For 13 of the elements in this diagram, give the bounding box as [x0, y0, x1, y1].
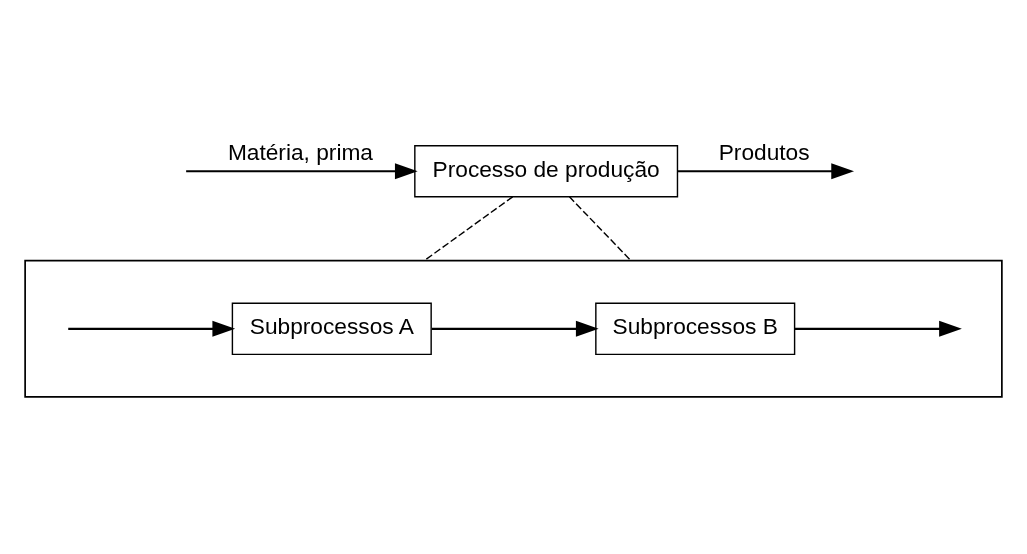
arrow	[794, 320, 962, 337]
edge-label: Produtos	[718, 138, 810, 165]
edge-label: Matéria, prima	[227, 138, 373, 165]
connector	[423, 196, 514, 262]
arrow	[68, 320, 236, 337]
node-box: Subprocessos B	[595, 302, 796, 356]
node-box: Processo de produção	[414, 144, 679, 198]
connector	[568, 196, 632, 262]
cluster	[24, 259, 1003, 398]
arrow	[677, 163, 854, 180]
arrow	[431, 320, 599, 337]
node-box: Subprocessos A	[231, 302, 432, 356]
arrow	[186, 163, 418, 180]
